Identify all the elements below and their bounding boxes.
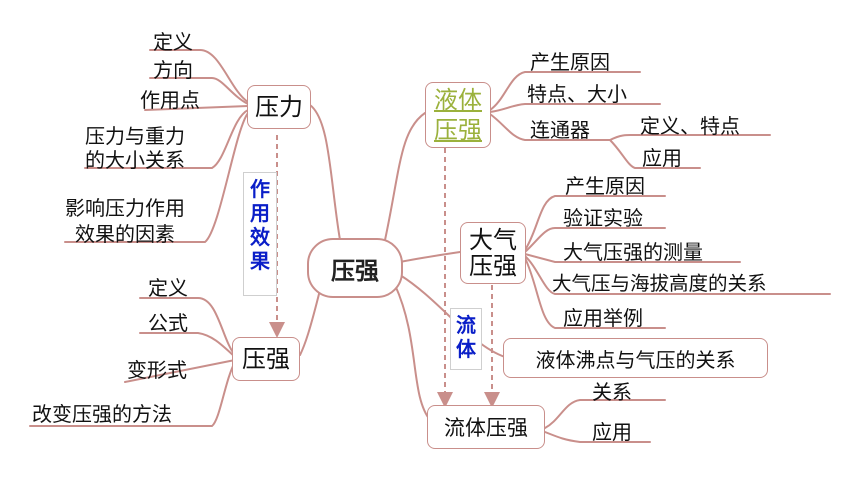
pressure-item-formula: 公式 [148,311,188,335]
liquid-title-1: 液体 [434,86,482,114]
force-item-definition: 定义 [153,30,193,54]
pressure-item-definition: 定义 [148,276,188,300]
fluid-item-application: 应用 [592,420,632,444]
pressure-item-variant: 变形式 [127,358,187,382]
atmos-item-experiment: 验证实验 [563,206,643,230]
liquid-item-features: 特点、大小 [527,82,627,106]
effect-char-3: 效 [250,225,270,249]
liquid-title-2: 压强 [434,116,482,144]
force-node[interactable]: 压力 [247,85,311,129]
force-item-relation-2: 的大小关系 [85,148,185,172]
atmos-node[interactable]: 大气 压强 [460,222,526,284]
link-center-liquid [384,112,426,241]
atmos-item-measure: 大气压强的测量 [563,240,703,264]
atmos-item-altitude: 大气压与海拔高度的关系 [552,272,767,295]
pressure-node[interactable]: 压强 [232,337,300,381]
force-title: 压力 [255,93,303,121]
fluid-pressure-node[interactable]: 流体压强 [427,405,545,449]
fluid-char-2: 体 [456,337,476,361]
link-center-fluid [394,284,431,421]
atmos-title-1: 大气 [469,226,517,254]
effect-label: 作 用 效 果 [243,172,277,296]
liquid-item-cause: 产生原因 [530,50,610,74]
effect-char-4: 果 [250,249,270,273]
center-node[interactable]: 压强 [307,238,403,298]
connector-item-application: 应用 [642,146,682,170]
liquid-pressure-node[interactable]: 液体 压强 [425,82,491,148]
fluid-label: 流 体 [450,308,482,370]
connector-item-definition: 定义、特点 [640,114,740,138]
force-item-relation-1: 压力与重力 [85,124,185,148]
boiling-label: 液体沸点与气压的关系 [535,347,736,372]
liquid-item-connector: 连通器 [530,118,590,142]
force-item-direction: 方向 [153,58,193,82]
force-item-factors-1: 影响压力作用 [65,196,185,220]
fluid-title: 流体压强 [444,416,528,440]
fluid-item-relation: 关系 [592,380,632,404]
atmos-item-examples: 应用举例 [563,306,643,330]
boiling-node[interactable]: 液体沸点与气压的关系 [503,338,768,378]
effect-char-2: 用 [250,201,270,225]
pressure-title: 压强 [242,345,290,373]
atmos-item-cause: 产生原因 [565,174,645,198]
link-center-atmos [399,251,461,263]
effect-char-1: 作 [250,177,270,201]
link-center-pressure [299,289,321,356]
force-item-factors-2: 效果的因素 [75,222,175,246]
atmos-title-2: 压强 [469,252,517,280]
pressure-item-methods: 改变压强的方法 [32,402,172,426]
force-item-point: 作用点 [140,88,200,112]
center-label: 压强 [331,256,379,285]
fluid-char-1: 流 [456,313,476,337]
link-center-force [309,104,341,241]
